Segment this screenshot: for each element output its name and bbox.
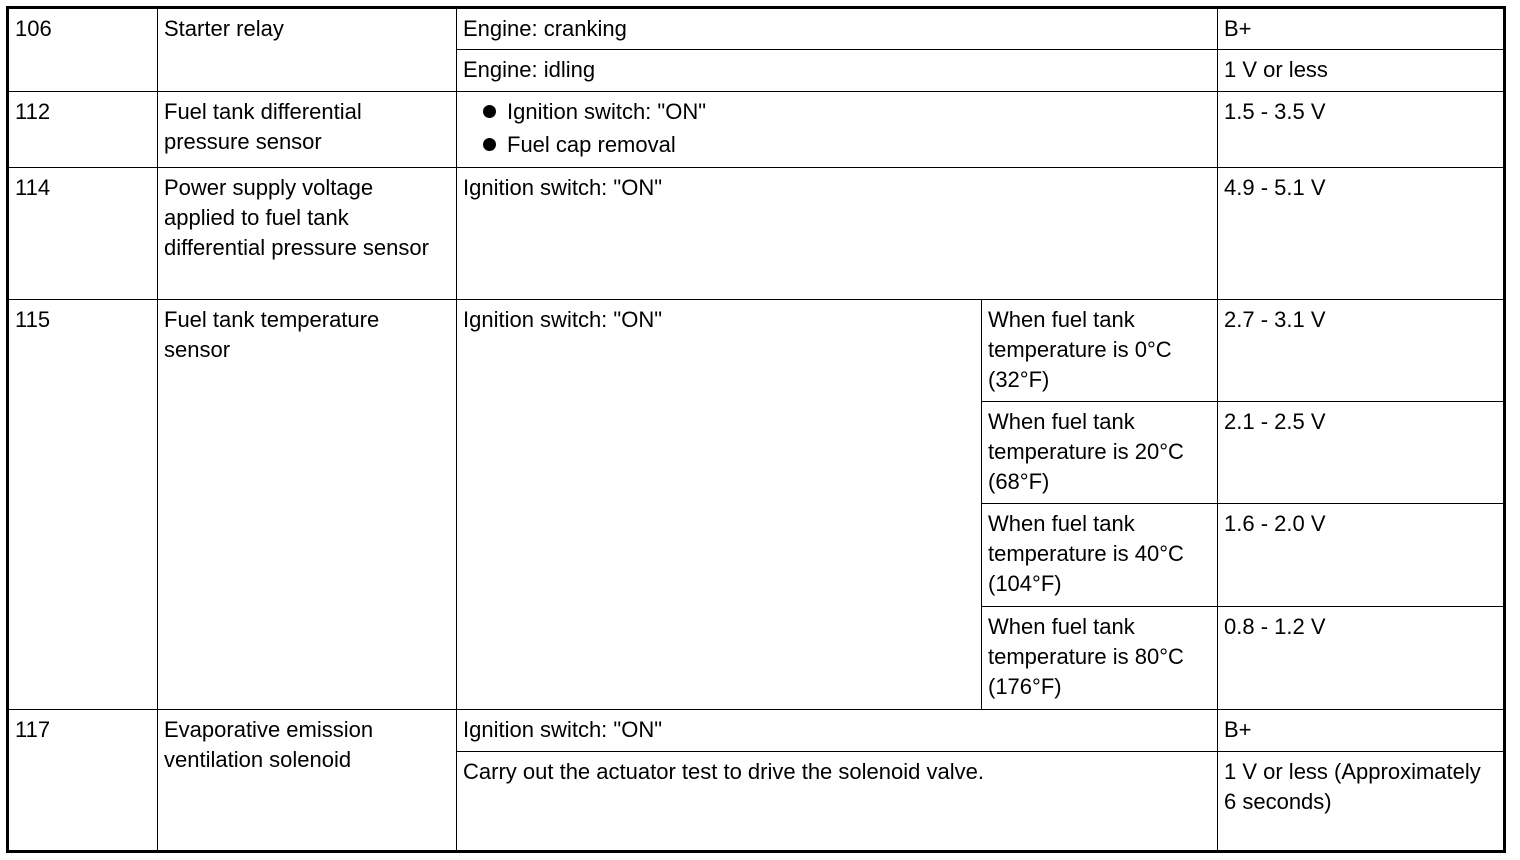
normal-value: 1.6 - 2.0 V (1224, 511, 1326, 536)
temperature-condition: When fuel tank temperature is 20°C (68°F… (988, 409, 1184, 494)
normal-value: B+ (1224, 717, 1252, 742)
normal-value: B+ (1224, 16, 1252, 41)
grid-line (9, 91, 1503, 92)
bullet-text: Ignition switch: "ON" (507, 99, 707, 124)
grid-line (456, 751, 1503, 752)
grid-line (9, 299, 1503, 300)
check-item: Fuel tank temperature sensor (164, 307, 380, 362)
bullet-item: Ignition switch: "ON" (463, 97, 1211, 127)
grid-line (1217, 9, 1218, 850)
check-condition: Ignition switch: "ON" (463, 175, 663, 200)
bullet-icon (483, 105, 496, 118)
terminal-number: 106 (15, 16, 52, 41)
terminal-number: 112 (15, 99, 51, 124)
grid-line (9, 167, 1503, 168)
terminal-number: 114 (15, 175, 51, 200)
grid-line (981, 401, 1503, 402)
normal-value: 2.7 - 3.1 V (1224, 307, 1326, 332)
check-condition: Ignition switch: "ON" (463, 717, 663, 742)
bullet-text: Fuel cap removal (507, 132, 676, 157)
check-item: Starter relay (164, 16, 284, 41)
normal-value: 1 V or less (1224, 57, 1328, 82)
normal-value: 1.5 - 3.5 V (1224, 99, 1326, 124)
check-condition: Engine: cranking (463, 16, 627, 41)
temperature-condition: When fuel tank temperature is 0°C (32°F) (988, 307, 1172, 392)
normal-value: 1 V or less (Approximately 6 seconds) (1224, 759, 1481, 814)
normal-value: 4.9 - 5.1 V (1224, 175, 1326, 200)
temperature-condition: When fuel tank temperature is 40°C (104°… (988, 511, 1184, 596)
grid-line (456, 49, 1503, 50)
grid-line (456, 9, 457, 850)
grid-line (981, 503, 1503, 504)
grid-line (981, 299, 982, 709)
temperature-condition: When fuel tank temperature is 80°C (176°… (988, 614, 1184, 699)
check-item: Evaporative emission ventilation solenoi… (164, 717, 374, 772)
grid-line (981, 606, 1503, 607)
bullet-item: Fuel cap removal (463, 130, 1211, 160)
terminal-voltage-table: 106 Starter relay Engine: cranking B+ En… (6, 6, 1506, 853)
check-item: Power supply voltage applied to fuel tan… (164, 175, 429, 260)
check-condition-list: Ignition switch: "ON" Fuel cap removal (457, 92, 1217, 160)
check-condition: Engine: idling (463, 57, 596, 82)
terminal-number: 115 (15, 307, 51, 332)
bullet-icon (483, 138, 496, 151)
check-condition: Carry out the actuator test to drive the… (463, 759, 984, 784)
normal-value: 2.1 - 2.5 V (1224, 409, 1326, 434)
grid-line (9, 709, 1503, 710)
check-item: Fuel tank differential pressure sensor (164, 99, 362, 154)
grid-line (157, 9, 158, 850)
terminal-number: 117 (15, 717, 51, 742)
normal-value: 0.8 - 1.2 V (1224, 614, 1326, 639)
check-condition: Ignition switch: "ON" (463, 307, 663, 332)
